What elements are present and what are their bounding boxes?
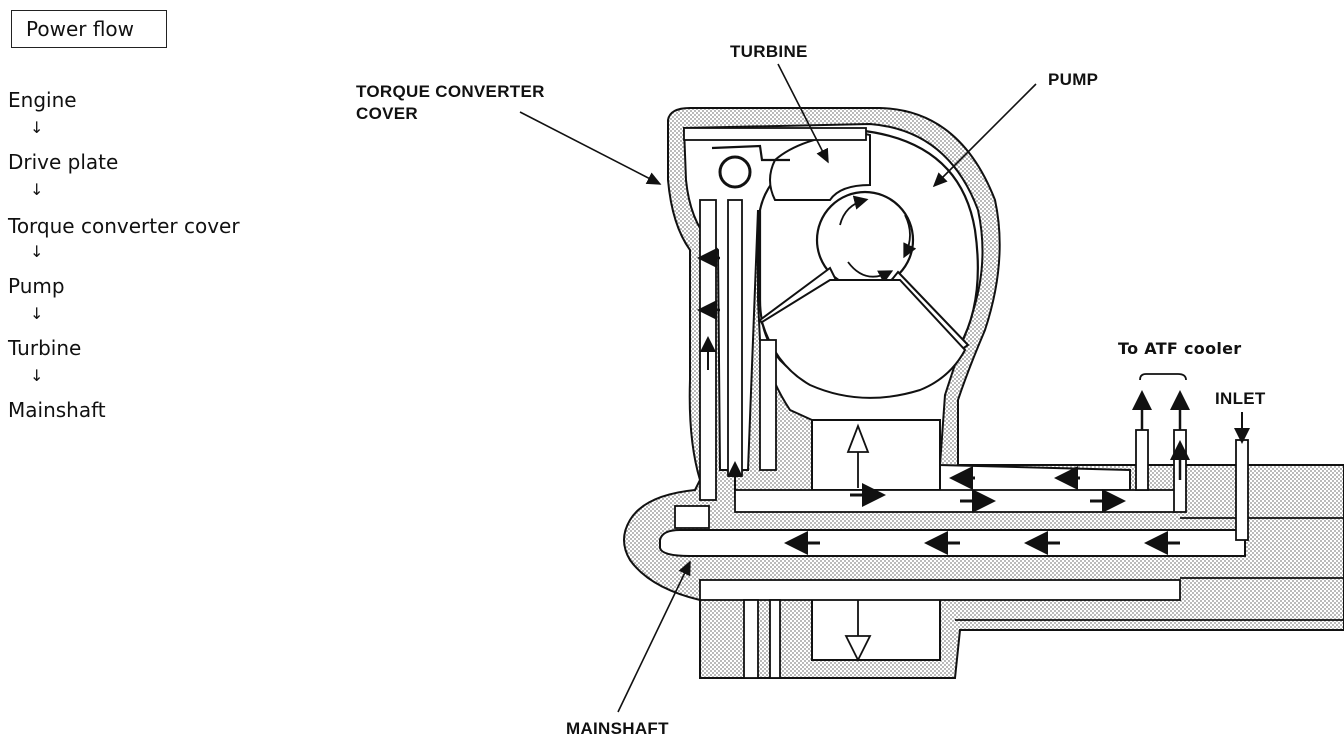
flow-arrow-1: ↓ xyxy=(30,118,44,137)
hub-upper-block xyxy=(811,419,941,491)
hub-arrow-up xyxy=(846,423,870,488)
leader-turbine xyxy=(777,63,829,164)
label-pump: PUMP xyxy=(1048,70,1099,89)
flow-step-mainshaft: Mainshaft xyxy=(8,398,106,422)
hub-lower-block xyxy=(811,589,941,661)
lockup-roller xyxy=(718,155,752,189)
lower-stub-1 xyxy=(743,599,759,679)
atf-pipe-left xyxy=(1135,429,1149,491)
flow-step-turbine: Turbine xyxy=(8,336,82,360)
label-atf-cooler: To ATF cooler xyxy=(1118,339,1242,358)
flow-step-engine: Engine xyxy=(8,88,77,112)
atf-bracket xyxy=(1139,373,1187,381)
inlet-pipe xyxy=(1235,439,1249,541)
lockup-bracket xyxy=(711,144,790,162)
label-torque-converter-cover-2: COVER xyxy=(356,104,418,123)
shaft-passage-lower xyxy=(699,579,1181,601)
power-flow-title: Power flow xyxy=(11,10,167,48)
left-channel-inner xyxy=(727,199,743,476)
label-mainshaft: MAINSHAFT xyxy=(566,719,669,738)
flow-arrow-5: ↓ xyxy=(30,366,44,385)
cover-top-channel xyxy=(683,127,867,141)
leader-torque-converter-cover xyxy=(519,111,662,185)
flow-step-pump: Pump xyxy=(8,274,65,298)
stator-rotation-arrow-3 xyxy=(847,261,894,284)
flow-arrow-4: ↓ xyxy=(30,304,44,323)
leader-pump xyxy=(932,83,1037,188)
label-turbine: TURBINE xyxy=(730,42,808,61)
turbine-outline xyxy=(769,130,871,201)
pump-lower-bowl xyxy=(760,279,967,399)
hub-arrow-down xyxy=(844,598,872,663)
flow-step-drive-plate: Drive plate xyxy=(8,150,119,174)
leader-mainshaft xyxy=(617,560,691,713)
stator-rotation-arrow-1 xyxy=(839,195,869,226)
lower-stub-2 xyxy=(769,599,781,679)
flow-step-torque-converter-cover: Torque converter cover xyxy=(8,214,240,238)
flow-arrow-3: ↓ xyxy=(30,242,44,261)
label-inlet: INLET xyxy=(1215,389,1266,408)
label-torque-converter-cover-1: TORQUE CONVERTER xyxy=(356,82,545,101)
flow-arrow-2: ↓ xyxy=(30,180,44,199)
left-channel-3 xyxy=(759,339,777,471)
stator-rotation-arrow-2 xyxy=(903,214,917,259)
shaft-end-block xyxy=(674,505,710,529)
